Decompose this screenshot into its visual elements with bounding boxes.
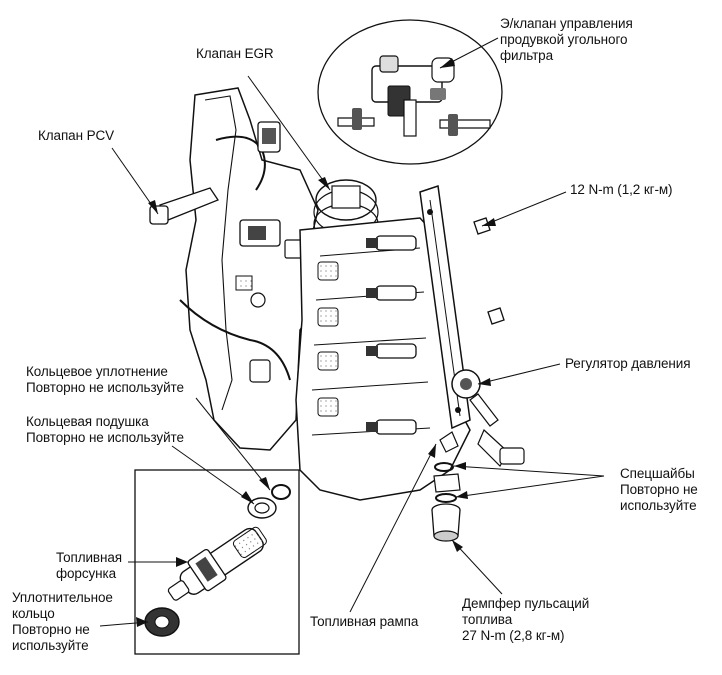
label-o-ring: Кольцевое уплотнение Повторно не использ…	[26, 364, 184, 396]
label-pcv-valve: Клапан PCV	[38, 128, 114, 144]
leader-o-ring	[195, 397, 271, 491]
label-fuel-injector: Топливная форсунка	[56, 550, 122, 582]
label-cushion-ring-line-1: Кольцевая подушка	[26, 414, 149, 429]
leader-fuel-rail	[349, 443, 437, 613]
pressure-regulator	[451, 369, 525, 467]
rail-bolts	[473, 217, 505, 325]
egr-valve	[313, 179, 379, 245]
purge-valve-inset	[317, 19, 503, 165]
leader-washer-2	[455, 475, 605, 498]
label-fuel-injector-line-1: Топливная	[56, 550, 122, 565]
leader-washer-1	[453, 465, 605, 477]
label-fuel-rail: Топливная рампа	[310, 614, 418, 630]
label-pcv-valve-line-1: Клапан PCV	[38, 128, 115, 143]
special-washers	[433, 462, 461, 503]
label-pressure-regulator-line-1: Регулятор давления	[565, 356, 691, 371]
label-torque-12: 12 N-m (1,2 кг-м)	[570, 182, 673, 198]
label-seal-ring-line-3: Повторно не	[12, 622, 90, 637]
label-pulsation-damper-line-1: Демпфер пульсаций	[462, 596, 590, 611]
label-special-washers-line-2: Повторно не	[620, 482, 698, 497]
label-special-washers: Спецшайбы Повторно не используйте	[620, 466, 698, 514]
label-seal-ring-line-2: кольцо	[12, 606, 55, 621]
label-pulsation-damper-line-3: 27 N-m (2,8 кг-м)	[462, 628, 565, 643]
label-egr-valve-line-1: Клапан EGR	[196, 46, 274, 61]
label-o-ring-line-2: Повторно не используйте	[26, 380, 184, 395]
label-seal-ring: Уплотнительное кольцо Повторно не исполь…	[12, 590, 113, 654]
label-fuel-injector-line-2: форсунка	[56, 566, 116, 581]
label-cushion-ring-line-2: Повторно не используйте	[26, 430, 184, 445]
label-seal-ring-line-4: используйте	[12, 638, 89, 653]
leader-torque-12	[481, 191, 567, 227]
label-egr-valve: Клапан EGR	[196, 46, 274, 62]
label-cushion-ring: Кольцевая подушка Повторно не используйт…	[26, 414, 184, 446]
installed-injectors	[366, 235, 417, 435]
label-pulsation-damper: Демпфер пульсаций топлива 27 N-m (2,8 кг…	[462, 596, 589, 644]
leader-pressure-regulator	[477, 363, 561, 385]
label-torque-12-line-1: 12 N-m (1,2 кг-м)	[570, 182, 673, 197]
leader-egr-valve	[247, 75, 331, 191]
label-purge-valve: Э/клапан управления продувкой угольного …	[500, 16, 633, 64]
label-purge-valve-line-3: фильтра	[500, 48, 554, 63]
label-o-ring-line-1: Кольцевое уплотнение	[26, 364, 168, 379]
label-purge-valve-line-1: Э/клапан управления	[500, 16, 633, 31]
label-pulsation-damper-line-2: топлива	[462, 612, 513, 627]
intake-manifold	[149, 87, 321, 451]
label-purge-valve-line-2: продувкой угольного	[500, 32, 628, 47]
label-special-washers-line-1: Спецшайбы	[620, 466, 695, 481]
label-fuel-rail-line-1: Топливная рампа	[310, 614, 419, 629]
label-pressure-regulator: Регулятор давления	[565, 356, 691, 372]
leader-arrowheads	[136, 58, 496, 627]
label-special-washers-line-3: используйте	[620, 498, 697, 513]
leader-cushion-ring	[171, 445, 255, 505]
label-seal-ring-line-1: Уплотнительное	[12, 590, 113, 605]
pulsation-damper	[431, 503, 461, 542]
